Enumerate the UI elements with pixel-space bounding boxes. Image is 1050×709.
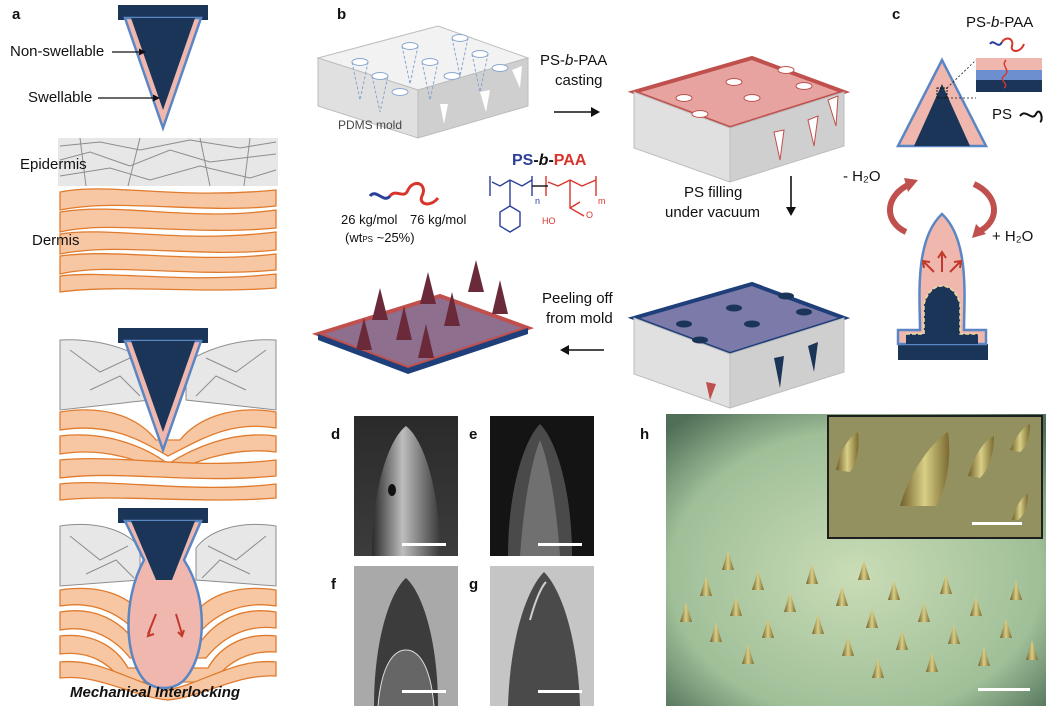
- label-c-ps: PS: [992, 106, 1013, 123]
- photo-d: [354, 416, 458, 556]
- panel-b-structure: [489, 176, 597, 233]
- label-plus-water: + H₂O: [992, 228, 1034, 245]
- panel-a-skin-2: [59, 328, 277, 501]
- label-mw-paa: 76 kg/mol: [410, 212, 467, 227]
- label-o-atom: O: [586, 210, 594, 220]
- label-peeling-2: from mold: [546, 310, 613, 327]
- panel-a-skin-3: [59, 508, 277, 701]
- panel-label-f: f: [331, 576, 336, 593]
- panel-c-layer-stack: [976, 58, 1042, 92]
- panel-c-legend-coils: [989, 37, 1043, 123]
- panel-label-a: a: [12, 6, 21, 23]
- label-casting-1: PS-b-PAA: [540, 52, 608, 69]
- panel-b-peeled-array: [311, 260, 535, 374]
- label-peeling-1: Peeling off: [542, 290, 613, 307]
- label-swellable: Swellable: [28, 89, 93, 106]
- label-filling-2: under vacuum: [665, 204, 761, 221]
- panel-b-cast-mold: [627, 55, 851, 183]
- panel-c-needle-swollen: [896, 212, 988, 360]
- label-sub-n: n: [535, 196, 541, 206]
- panel-b-coil: [368, 181, 440, 206]
- label-non-swellable: Non-swellable: [10, 43, 105, 60]
- panel-label-h: h: [640, 426, 650, 443]
- panel-c-cycle-arrows: [887, 181, 997, 235]
- panel-label-d: d: [331, 426, 341, 443]
- label-mw-ps: 26 kg/mol: [341, 212, 398, 227]
- label-filling-1: PS filling: [684, 184, 743, 201]
- photo-e: [490, 416, 594, 556]
- panel-b-pdms-mold: [316, 25, 530, 139]
- label-ho-atom: HO: [542, 216, 556, 226]
- photo-h-inset: [827, 415, 1043, 539]
- label-c-copolymer: PS-b-PAA: [966, 14, 1034, 31]
- panel-label-g: g: [469, 576, 479, 593]
- panel-label-c: c: [892, 6, 901, 23]
- label-casting-2: casting: [555, 72, 603, 89]
- panel-b-arrow-right: [554, 107, 600, 117]
- panel-b-filled-mold: [627, 281, 851, 409]
- label-pdms-mold: PDMS mold: [338, 118, 403, 132]
- panel-b-arrow-left: [560, 345, 604, 355]
- label-mechanical-interlocking: Mechanical Interlocking: [70, 684, 241, 701]
- panel-c-needle-dry: [895, 57, 989, 148]
- label-dermis: Dermis: [32, 232, 80, 249]
- panel-a-needle-top: [118, 5, 208, 132]
- panel-label-b: b: [337, 6, 347, 23]
- panel-a-arrows: [98, 48, 160, 102]
- photo-f: [354, 566, 458, 707]
- panel-b-arrow-down: [786, 176, 796, 216]
- label-copolymer: PS-b-PAA: [512, 152, 587, 169]
- label-wt-fraction: (wtPS ~25%): [345, 230, 415, 245]
- panel-label-e: e: [469, 426, 478, 443]
- label-sub-m: m: [598, 196, 606, 206]
- label-minus-water: - H₂O: [843, 168, 881, 185]
- photo-g: [490, 566, 594, 706]
- panel-a-skin-1: [58, 137, 278, 293]
- photo-h-needles: [680, 550, 1038, 678]
- label-epidermis: Epidermis: [20, 156, 87, 173]
- panel-c-arrowheads: [904, 178, 986, 238]
